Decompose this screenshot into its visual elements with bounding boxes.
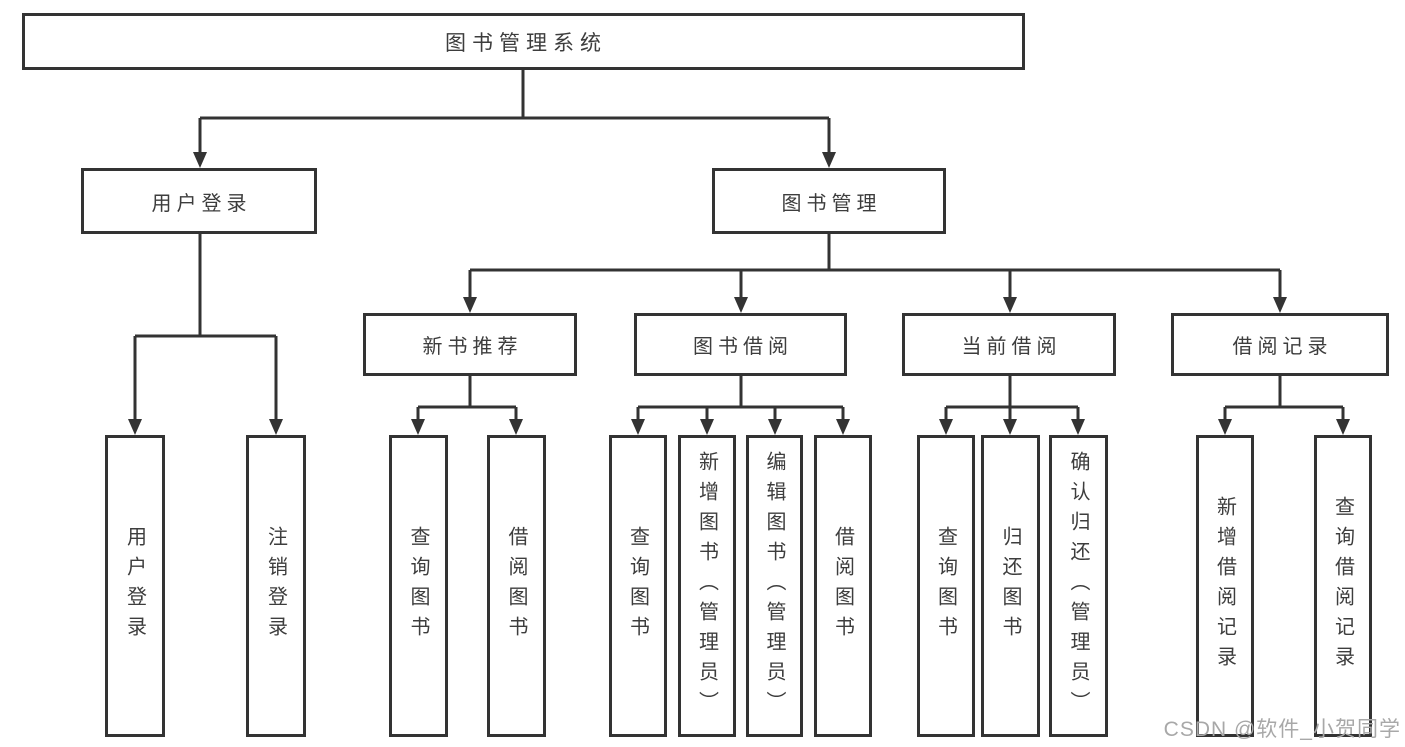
node-label: 查询图书 <box>626 526 649 646</box>
node-leaf-edit-books-admin: 编辑图书（管理员） <box>746 435 803 737</box>
node-leaf-borrow-books-recommend: 借阅图书 <box>487 435 546 737</box>
node-label: 用户登录 <box>123 526 146 646</box>
node-leaf-query-books-recommend: 查询图书 <box>389 435 448 737</box>
node-label: 图书管理系统 <box>445 31 607 55</box>
node-label: 借阅图书 <box>831 526 854 646</box>
node-leaf-add-borrow-record: 新增借阅记录 <box>1196 435 1254 737</box>
node-label: 归还图书 <box>999 526 1021 646</box>
node-label: 新书推荐 <box>422 336 523 358</box>
node-leaf-query-borrow-record: 查询借阅记录 <box>1314 435 1372 737</box>
node-label: 当前借阅 <box>961 336 1062 358</box>
node-user-login: 用户登录 <box>81 168 317 234</box>
node-new-book-recommend: 新书推荐 <box>363 313 577 376</box>
node-label: 编辑图书（管理员） <box>763 451 785 721</box>
node-label: 用户登录 <box>151 192 252 215</box>
node-leaf-return-books: 归还图书 <box>981 435 1040 737</box>
node-label: 图书借阅 <box>693 336 793 358</box>
node-label: 借阅记录 <box>1232 336 1333 358</box>
node-label: 新增借阅记录 <box>1213 496 1236 676</box>
node-leaf-borrow-books: 借阅图书 <box>814 435 872 737</box>
node-leaf-query-books-borrowing: 查询图书 <box>609 435 667 737</box>
node-label: 查询借阅记录 <box>1331 496 1354 676</box>
node-current-borrowing: 当前借阅 <box>902 313 1116 376</box>
node-borrowing-records: 借阅记录 <box>1171 313 1389 376</box>
node-book-borrowing: 图书借阅 <box>634 313 847 376</box>
node-leaf-user-login: 用户登录 <box>105 435 165 737</box>
node-label: 查询图书 <box>407 526 429 646</box>
node-label: 新增图书（管理员） <box>695 451 718 721</box>
node-library-management-system: 图书管理系统 <box>22 13 1025 70</box>
node-book-management: 图书管理 <box>712 168 946 234</box>
node-label: 确认归还（管理员） <box>1067 451 1089 721</box>
node-label: 查询图书 <box>934 526 957 646</box>
node-leaf-logout: 注销登录 <box>246 435 306 737</box>
node-leaf-query-books-current: 查询图书 <box>917 435 975 737</box>
node-label: 图书管理 <box>781 192 882 215</box>
node-leaf-add-books-admin: 新增图书（管理员） <box>678 435 736 737</box>
node-leaf-confirm-return-admin: 确认归还（管理员） <box>1049 435 1108 737</box>
node-label: 借阅图书 <box>505 526 527 646</box>
node-label: 注销登录 <box>264 526 287 646</box>
arrowhead-icons <box>128 152 1350 435</box>
csdn-watermark: CSDN @软件_小贺同学 <box>1163 718 1401 741</box>
